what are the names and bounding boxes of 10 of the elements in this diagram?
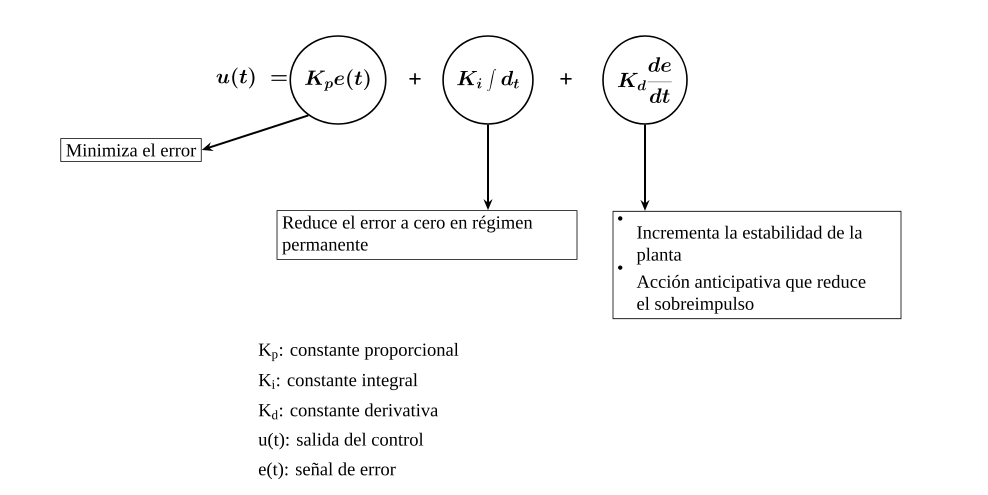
- text-box: Minimiza el error: [60, 138, 202, 162]
- text-box: Reduce el error a cero en régimen permanente: [276, 210, 578, 260]
- plus-sign: +: [409, 73, 421, 84]
- plus-sign: +: [560, 73, 572, 84]
- definition-text: K$_{i}$: constante integral: [258, 373, 418, 390]
- definition-text: K$_{p}$: constante proporcional: [258, 342, 458, 362]
- definition-text: u(t): salida del control: [258, 432, 424, 450]
- definition-text: K$_{d}$: constante derivativa: [258, 403, 438, 420]
- text-box: Incrementa la estabilidad de la planta Acción anticipativa que reduce el sobreimpulso: [612, 210, 902, 320]
- definition-text: e(t): señal de error: [258, 462, 396, 480]
